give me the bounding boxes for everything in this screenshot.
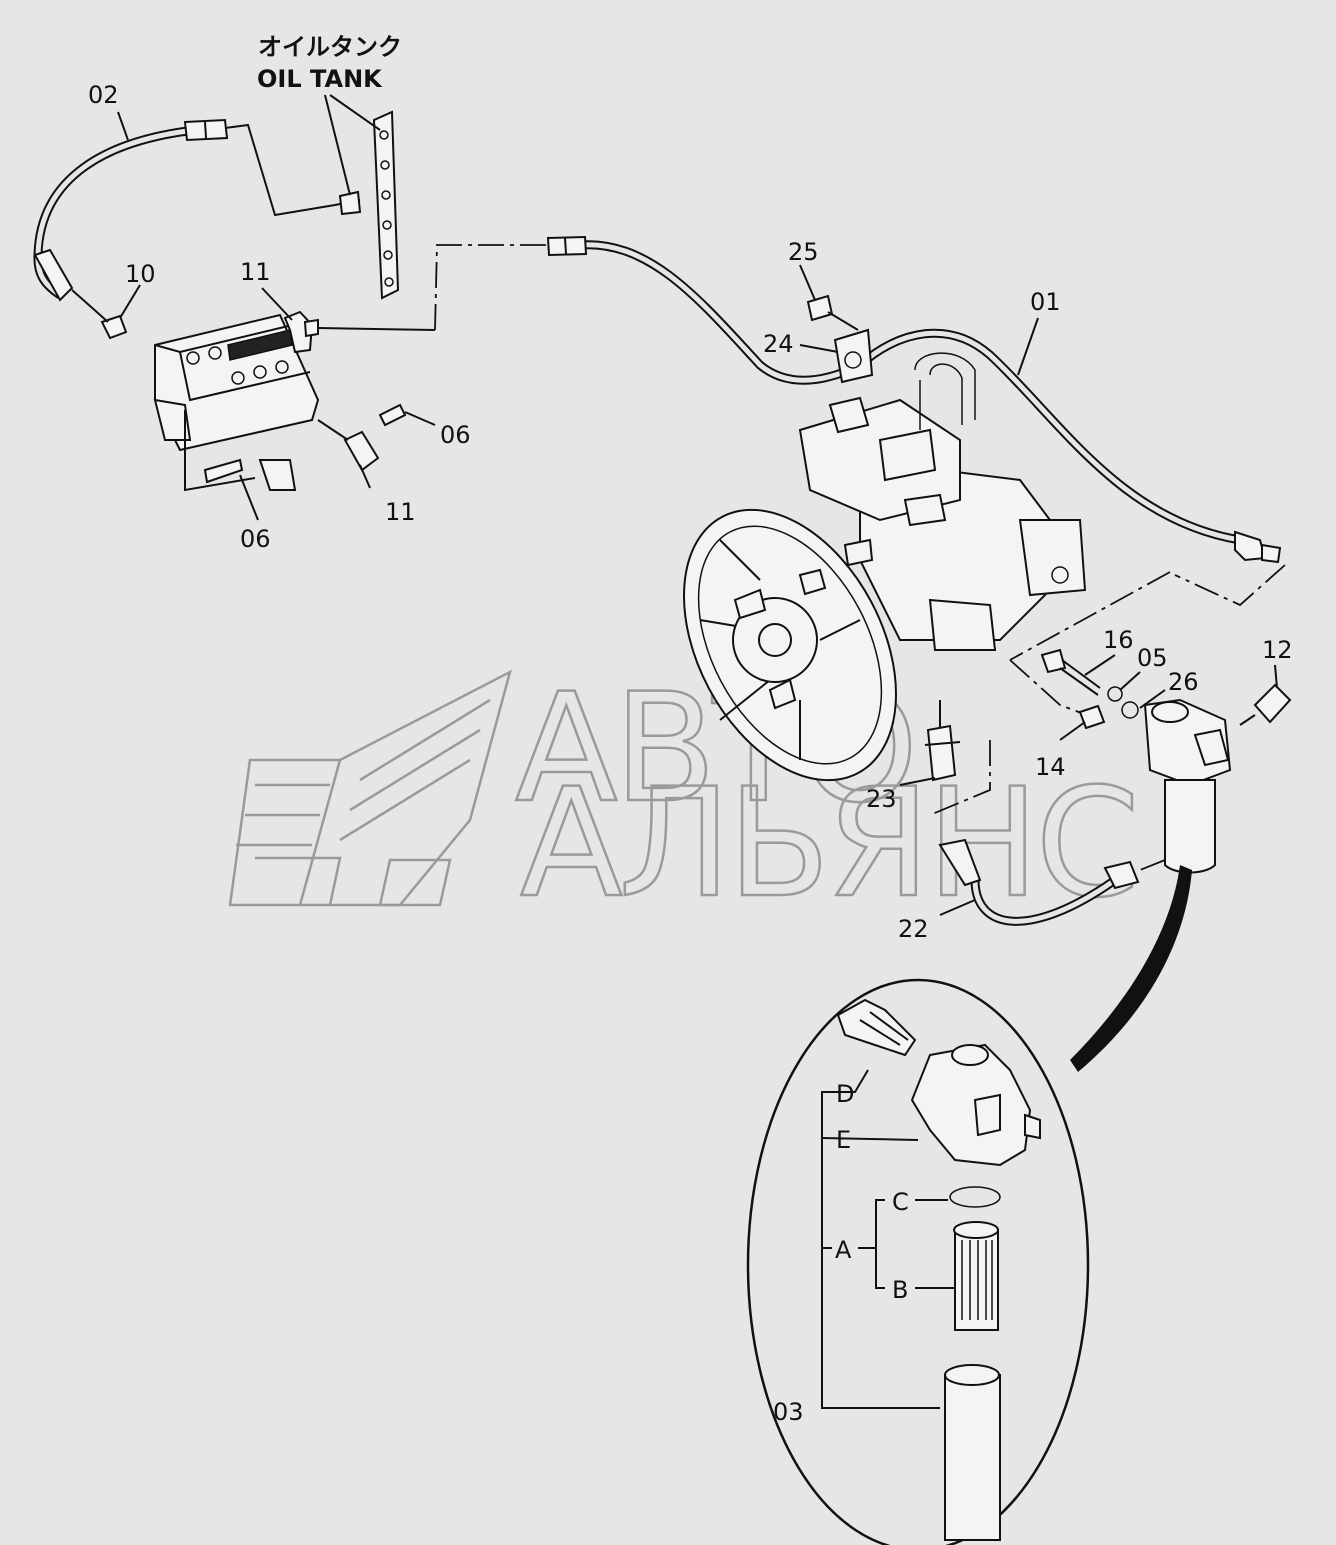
bolt-16 xyxy=(1040,648,1101,696)
label-E: E xyxy=(836,1126,851,1154)
label-01: 01 xyxy=(1030,288,1061,316)
manifold-block xyxy=(153,313,320,492)
label-A: A xyxy=(835,1236,852,1264)
fitting-14 xyxy=(1078,704,1106,730)
line-filter-assembly xyxy=(1143,698,1232,874)
label-D: D xyxy=(836,1080,854,1108)
elbow-11-side xyxy=(317,419,380,472)
label-24: 24 xyxy=(763,330,794,358)
label-12: 12 xyxy=(1262,636,1293,664)
label-26: 26 xyxy=(1168,668,1199,696)
label-11-top: 11 xyxy=(240,258,271,286)
label-02: 02 xyxy=(88,81,119,109)
hose-22 xyxy=(938,838,1140,926)
oil-tank-title-jp: オイルタンク xyxy=(258,33,402,61)
label-23: 23 xyxy=(866,785,897,813)
label-25: 25 xyxy=(788,238,819,266)
watermark-logo-icon xyxy=(228,669,512,907)
oil-tank-title-en: OIL TANK xyxy=(257,65,383,93)
label-11-bottom: 11 xyxy=(385,498,416,526)
bolt-06-right xyxy=(378,403,436,427)
hydraulic-pump-assembly xyxy=(683,352,1087,782)
oil-tank-plate xyxy=(334,110,400,300)
label-06-left: 06 xyxy=(240,525,271,553)
watermark-line2: АЛЬЯНС xyxy=(520,757,1136,931)
detail-callout xyxy=(746,865,1192,1545)
bolt-06-left xyxy=(203,458,259,521)
label-B: B xyxy=(892,1276,908,1304)
label-C: C xyxy=(892,1188,909,1216)
label-14: 14 xyxy=(1035,753,1066,781)
fitting-12 xyxy=(1239,683,1292,726)
elbow-11-top xyxy=(283,310,436,354)
hose-01 xyxy=(546,235,1282,564)
clamp-24 xyxy=(833,328,874,384)
label-05: 05 xyxy=(1137,644,1168,672)
fitting-10 xyxy=(71,289,128,340)
labels: オイルタンク OIL TANK 02 10 11 06 11 06 25 24 … xyxy=(88,33,1293,1426)
label-03: 03 xyxy=(773,1398,804,1426)
hose-02 xyxy=(33,118,336,302)
o-ring-26 xyxy=(1121,701,1139,719)
bolt-25 xyxy=(806,294,859,331)
washer-05 xyxy=(1107,686,1123,702)
label-22: 22 xyxy=(898,915,929,943)
sensor-23 xyxy=(924,700,961,782)
label-16: 16 xyxy=(1103,626,1134,654)
watermark: АВТО АЛЬЯНС xyxy=(228,661,1141,932)
label-06-right: 06 xyxy=(440,421,471,449)
label-10: 10 xyxy=(125,260,156,288)
leader-lines xyxy=(117,94,1278,916)
